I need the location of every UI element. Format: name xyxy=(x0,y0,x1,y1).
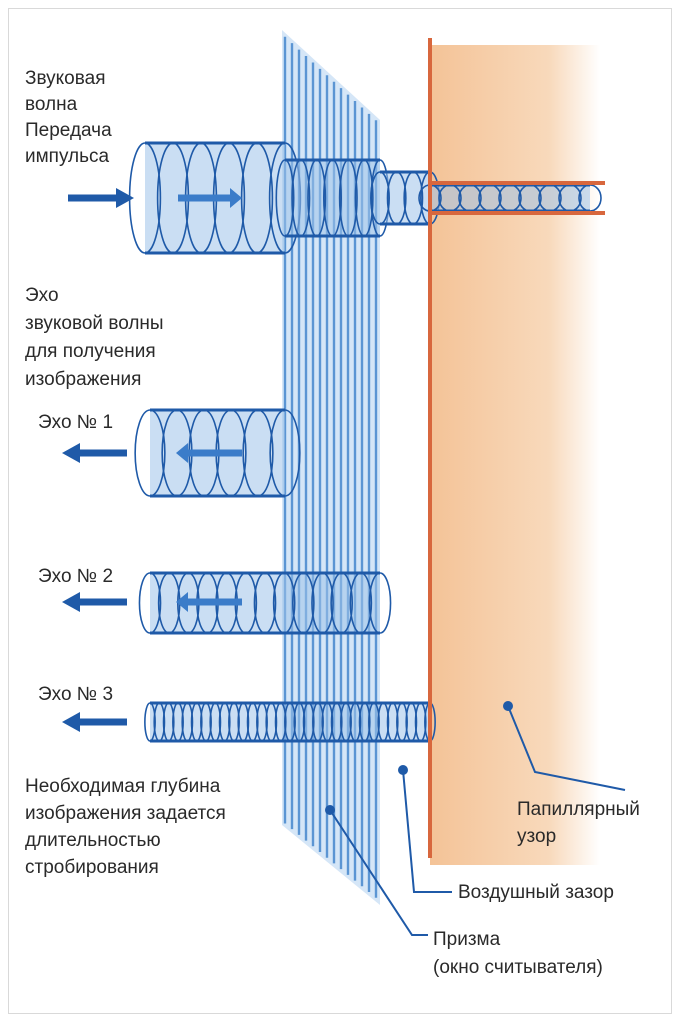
echo-label-4: изображения xyxy=(25,369,142,390)
echo-no2-label: Эхо № 2 xyxy=(38,566,114,587)
arrow-echo1-head xyxy=(62,443,80,463)
arrows xyxy=(62,188,134,732)
pointer-lines xyxy=(325,701,626,936)
wave-tube xyxy=(275,158,390,238)
wave-tube xyxy=(138,571,392,635)
papillary-pointer-line xyxy=(507,705,626,791)
sound-wave-label-4: импульса xyxy=(25,146,110,167)
depth-label-3: длительностью xyxy=(25,830,161,851)
inner-arrow-head xyxy=(176,592,188,612)
echo-label-3: для получения xyxy=(25,341,156,362)
sound-wave-label-2: волна xyxy=(25,94,78,115)
arrow-echo3-head xyxy=(62,712,80,732)
prism-pointer-line xyxy=(329,809,428,936)
echo-label-2: звуковой волны xyxy=(25,313,164,334)
echo-label-1: Эхо xyxy=(25,285,59,306)
frame xyxy=(8,8,672,1014)
air-gap-pointer-line xyxy=(402,769,452,893)
papillary-label-2: узор xyxy=(517,826,557,847)
wave-tube xyxy=(144,701,436,743)
sound-wave-label-3: Передача xyxy=(25,120,112,141)
inner-arrow-head xyxy=(176,443,188,463)
sound-wave-label-1: Звуковая xyxy=(25,68,106,89)
arrow-echo2-head xyxy=(62,592,80,612)
prism-label-2: (окно считывателя) xyxy=(433,957,603,978)
depth-label-2: изображения задается xyxy=(25,803,226,824)
wave-tube xyxy=(418,183,602,213)
depth-label-4: стробирования xyxy=(25,857,159,878)
prism-label-1: Призма xyxy=(433,929,501,950)
depth-label-1: Необходимая глубина xyxy=(25,776,221,797)
papillary-area xyxy=(430,45,600,865)
echo-no1-label: Эхо № 1 xyxy=(38,412,114,433)
papillary-label-1: Папиллярный xyxy=(517,799,640,820)
echo-no3-label: Эхо № 3 xyxy=(38,684,114,705)
arrow-in-head xyxy=(116,188,134,208)
inner-arrow-head xyxy=(230,188,242,208)
air-gap-label: Воздушный зазор xyxy=(458,882,614,903)
wave-tube xyxy=(370,170,440,226)
